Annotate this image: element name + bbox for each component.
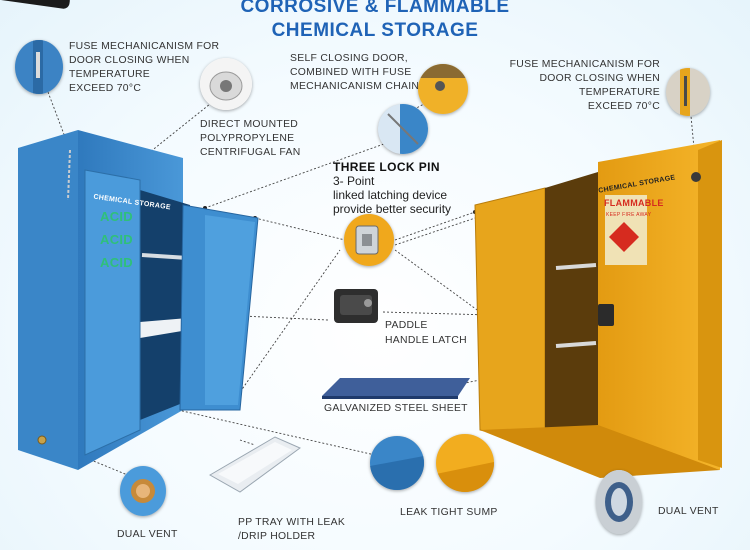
lock-pin-title: THREE LOCK PIN: [333, 160, 440, 174]
fan-label: DIRECT MOUNTED POLYPROPYLENE CENTRIFUGAL…: [200, 119, 301, 158]
sump-yellow-image: [436, 434, 494, 492]
fuse-right-label: FUSE MECHANICANISM FOR DOOR CLOSING WHEN…: [509, 59, 660, 112]
vent-right-image: [596, 470, 642, 534]
vent-right-label: DUAL VENT: [658, 506, 719, 517]
self-closing-image: [418, 64, 468, 114]
title-line-2: CHEMICAL STORAGE: [271, 20, 479, 41]
lock-pin-label: THREE LOCK PIN 3- Point linked latching …: [333, 160, 452, 216]
title-line-1: CORROSIVE & FLAMMABLE: [240, 0, 510, 17]
fuse-right-image: [666, 68, 710, 116]
steel-label: GALVANIZED STEEL SHEET: [324, 403, 468, 414]
paddle-latch-image: [330, 283, 382, 328]
sump-blue-image: [370, 436, 424, 490]
fuse-left-image: [15, 40, 63, 94]
yellow-sign-main: FLAMMABLE: [604, 198, 664, 208]
lock-pin-image: [344, 214, 394, 266]
self-closing-label: SELF CLOSING DOOR, COMBINED WITH FUSE ME…: [290, 53, 420, 92]
blue-sign-line-2: ACID: [100, 232, 133, 247]
fan-image: [200, 58, 252, 110]
sump-label: LEAK TIGHT SUMP: [400, 507, 498, 518]
tray-label: PP TRAY WITH LEAK /DRIP HOLDER: [238, 517, 346, 542]
vent-left-label: DUAL VENT: [117, 529, 178, 540]
paddle-label: PADDLE HANDLE LATCH: [385, 320, 467, 346]
vent-left-image: [120, 466, 166, 516]
fuse-left-label: FUSE MECHANICANISM FOR DOOR CLOSING WHEN…: [69, 41, 220, 94]
yellow-sign-sub: KEEP FIRE AWAY: [606, 212, 652, 218]
blue-sign-line-3: ACID: [100, 255, 133, 270]
blue-sign-line-1: ACID: [100, 209, 133, 224]
chain-image: [378, 104, 428, 154]
